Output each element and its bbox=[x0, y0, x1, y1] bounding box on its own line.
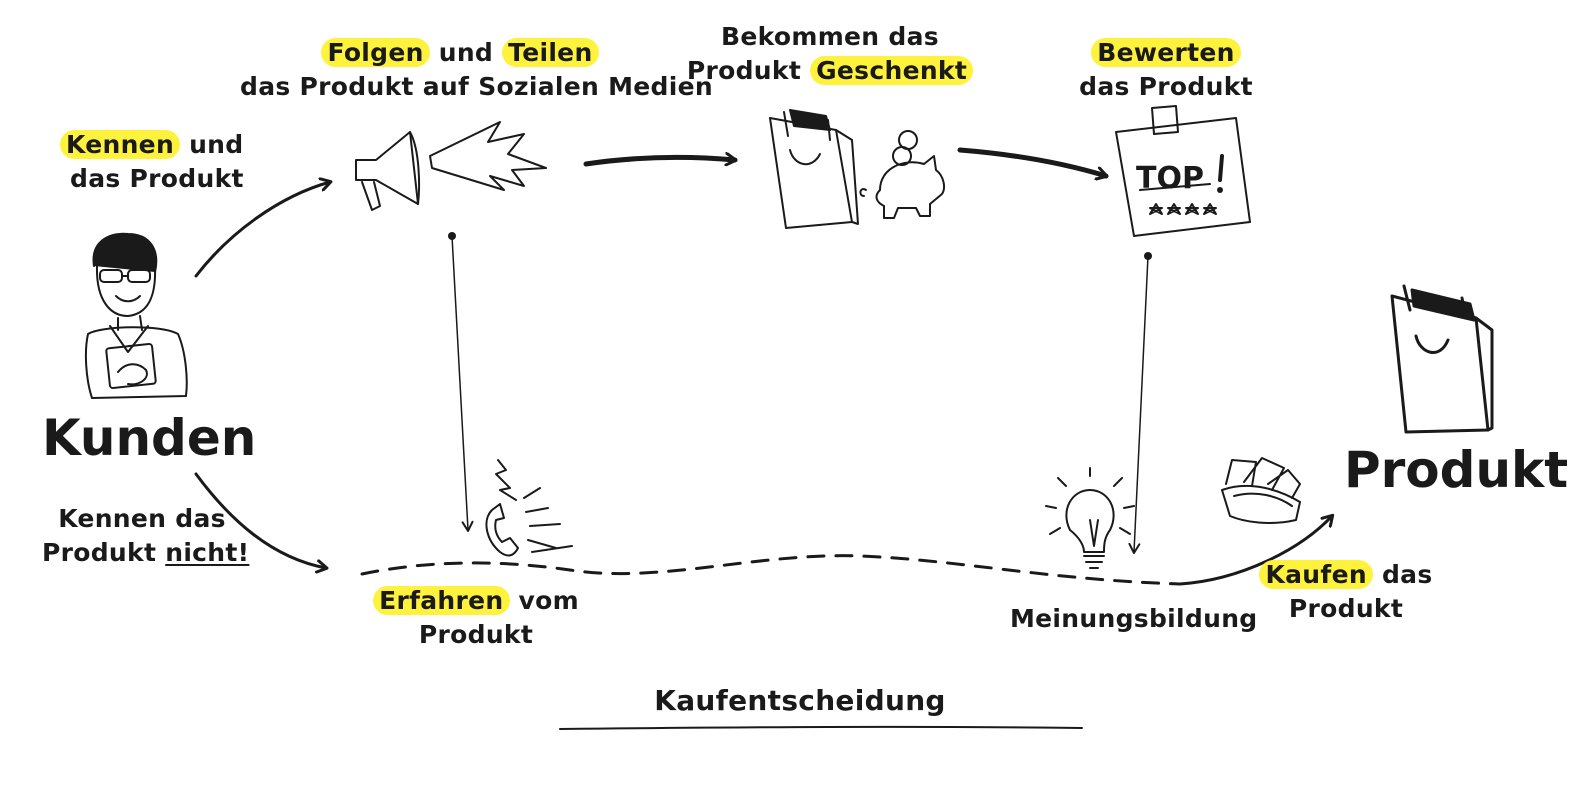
step-rate-highlight: Bewerten bbox=[1091, 38, 1241, 67]
step-know: Kennen und das Produkt bbox=[60, 128, 244, 196]
piggy-bank-icon bbox=[859, 130, 945, 219]
step-know-line2: das Produkt bbox=[70, 164, 244, 193]
footer-title: Kaufentscheidung bbox=[654, 684, 946, 717]
customer-title: Kunden bbox=[42, 409, 257, 467]
step-learn: Erfahren vom Produkt bbox=[356, 584, 596, 652]
sign-text: TOP bbox=[1136, 161, 1204, 196]
step-gift: Bekommen das Produkt Geschenkt bbox=[680, 20, 980, 88]
step-follow-mid: und bbox=[438, 38, 494, 67]
step-not-know: Kennen das Produkt nicht! bbox=[42, 502, 249, 570]
step-learn-line2: Produkt bbox=[418, 620, 534, 649]
step-follow-highlight-1: Folgen bbox=[321, 38, 430, 67]
gift-bag-icon bbox=[769, 109, 859, 229]
step-learn-highlight: Erfahren bbox=[373, 586, 510, 615]
step-gift-line1: Bekommen das bbox=[721, 22, 939, 51]
step-follow-highlight-2: Teilen bbox=[502, 38, 599, 67]
wallet-icon bbox=[1221, 457, 1301, 524]
step-follow-line2: das Produkt auf Sozialen Medien bbox=[240, 72, 713, 101]
journey-dashed-path bbox=[360, 554, 1182, 586]
step-know-rest: und bbox=[189, 130, 244, 159]
step-know-highlight: Kennen bbox=[60, 130, 181, 159]
light-bulb-icon bbox=[1045, 467, 1135, 569]
step-gift-highlight: Geschenkt bbox=[810, 56, 974, 85]
connector-social-learn bbox=[451, 235, 474, 532]
megaphone-icon bbox=[355, 121, 547, 211]
customer-person-icon bbox=[84, 232, 188, 399]
step-not-know-line1: Kennen das bbox=[58, 504, 226, 533]
phone-icon bbox=[485, 459, 573, 557]
product-bag-icon bbox=[1390, 284, 1494, 434]
top-rating-sign-icon: TOP bbox=[1115, 105, 1251, 237]
arrow-to-social bbox=[194, 182, 330, 278]
step-buy: Kaufen das Produkt bbox=[1256, 558, 1436, 626]
arrow-to-gift bbox=[583, 157, 738, 164]
footer-underline bbox=[559, 725, 1083, 730]
product-title: Produkt bbox=[1344, 441, 1569, 499]
step-rate-line2: das Produkt bbox=[1079, 72, 1253, 101]
step-buy-highlight: Kaufen bbox=[1259, 560, 1373, 589]
step-not-know-emphasis: nicht! bbox=[165, 538, 250, 567]
step-buy-line2: Produkt bbox=[1288, 594, 1404, 623]
step-follow: Folgen und Teilen das Produkt auf Sozial… bbox=[240, 36, 713, 104]
step-opinion: Meinungsbildung bbox=[1010, 604, 1258, 633]
arrow-to-learn bbox=[194, 472, 326, 568]
step-learn-rest: vom bbox=[518, 586, 579, 615]
arrow-to-rate bbox=[957, 147, 1109, 176]
step-not-know-line2: Produkt bbox=[42, 538, 157, 567]
step-rate: Bewerten das Produkt bbox=[1066, 36, 1266, 104]
step-buy-rest: das bbox=[1381, 560, 1433, 589]
step-gift-line2: Produkt bbox=[686, 56, 802, 85]
connector-rate-opinion bbox=[1128, 255, 1149, 554]
